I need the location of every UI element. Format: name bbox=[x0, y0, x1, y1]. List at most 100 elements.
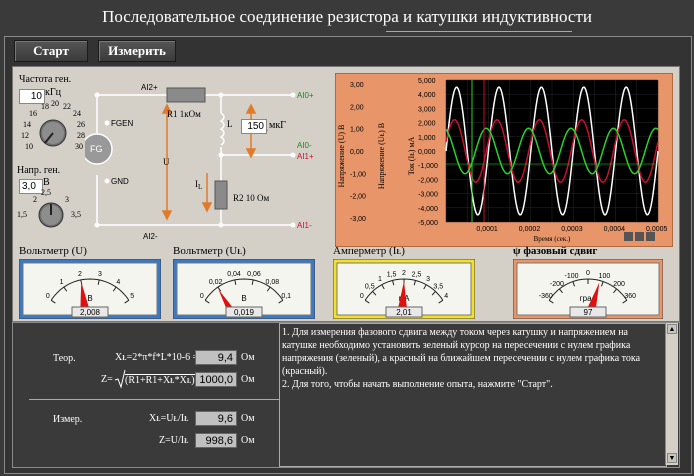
y1-tick: 2,00 bbox=[350, 104, 364, 111]
freq-tick-18: 18 bbox=[41, 102, 49, 111]
xl-meas-formula: Xᴌ=Uᴌ/Iᴌ bbox=[149, 413, 189, 424]
meter-unit: град bbox=[580, 294, 597, 303]
meter-tick: -200 bbox=[550, 281, 564, 288]
volt-knob[interactable]: 2,5 2 3 1,5 3,5 bbox=[13, 187, 93, 233]
meter-tick: 2 bbox=[78, 271, 82, 278]
x-axis-label: Время (сек.) bbox=[534, 235, 571, 243]
volt-tick-2-5: 2,5 bbox=[41, 188, 51, 197]
volt-label: Напр. ген. bbox=[17, 165, 61, 176]
y3-tick: 3,000 bbox=[418, 106, 436, 113]
x-tick: 0,0001 bbox=[476, 226, 498, 233]
y1-tick: 3,00 bbox=[350, 82, 364, 89]
y3-tick: 4,000 bbox=[418, 92, 436, 99]
l-label: L bbox=[227, 119, 233, 129]
meter-tick: 0 bbox=[200, 293, 204, 300]
y3-tick: -1,000 bbox=[418, 163, 438, 170]
y3-tick: -5,000 bbox=[418, 220, 438, 227]
u-wave bbox=[445, 86, 659, 216]
xl-theor-unit: Ом bbox=[241, 352, 255, 363]
meter-tick: 2,5 bbox=[412, 272, 422, 279]
freq-tick-14: 14 bbox=[23, 120, 31, 129]
measure-button[interactable]: Измерить bbox=[98, 40, 176, 62]
meter-tick: -360 bbox=[539, 293, 553, 300]
v2-title: Вольтметр (Uᴌ) bbox=[173, 245, 246, 257]
instructions-box: 1. Для измерения фазового сдвига между т… bbox=[279, 323, 667, 467]
y1-axis-label: Напряжение (U) В bbox=[337, 125, 346, 188]
z-meas-formula: Z=U/Iᴌ bbox=[159, 435, 189, 446]
ammeter-il: 00,511,522,533,54мА2,01 bbox=[333, 259, 475, 319]
y1-tick: -2,00 bbox=[350, 194, 366, 201]
y3-tick: 5,000 bbox=[418, 78, 436, 85]
meter-tick: 0 bbox=[586, 270, 590, 277]
meter-reading: 0,019 bbox=[234, 308, 255, 317]
meter-tick: 0,08 bbox=[266, 279, 280, 286]
scroll-down-icon[interactable]: ▼ bbox=[667, 453, 677, 463]
meter-tick: 0 bbox=[46, 293, 50, 300]
freq-tick-10: 10 bbox=[25, 142, 33, 151]
volt-input[interactable]: 3,0 bbox=[19, 179, 43, 194]
y1-tick: 0,00 bbox=[350, 149, 364, 156]
meter-tick: 0 bbox=[360, 293, 364, 300]
ph-title: ψ фазовый сдвиг bbox=[513, 245, 598, 257]
volt-tick-2: 2 bbox=[33, 195, 37, 204]
r1-label: R1 1кОм bbox=[167, 109, 201, 119]
meter-tick: 0,06 bbox=[247, 271, 261, 278]
meter-tick: 5 bbox=[130, 293, 134, 300]
z-theor-value: 1000,0 bbox=[195, 372, 237, 387]
meter-tick: 3 bbox=[98, 271, 102, 278]
r2-resistor bbox=[214, 180, 228, 210]
y2-axis-label: Напряжение (Uᴌ) В bbox=[377, 123, 386, 189]
meter-face bbox=[176, 262, 312, 316]
z-formula-left: Z= bbox=[101, 374, 113, 385]
meter-tick: 1,5 bbox=[387, 272, 397, 279]
y1-tick: -1,00 bbox=[350, 171, 366, 178]
meter-tick: -100 bbox=[565, 273, 579, 280]
y3-tick: 1,000 bbox=[418, 135, 436, 142]
scope-panel: Напряжение (U) В Напряжение (Uᴌ) В Ток (… bbox=[335, 73, 673, 247]
start-button[interactable]: Старт bbox=[14, 40, 88, 62]
page-title: Последовательное соединение резистора и … bbox=[102, 7, 592, 26]
title-underline bbox=[386, 31, 572, 32]
inductance-unit: мкГ bbox=[269, 120, 286, 131]
xl-formula: Xᴌ=2*π*f*L*10-6 = bbox=[115, 352, 199, 363]
ic-label: IL bbox=[195, 179, 202, 191]
meter-tick: 0,02 bbox=[209, 279, 223, 286]
meter-tick: 4 bbox=[116, 279, 120, 286]
meter-reading: 2,008 bbox=[80, 308, 101, 317]
z-formula-root: (R1+R1+Xᴌ*Xᴌ)= bbox=[125, 374, 201, 386]
scope-tools-icon[interactable] bbox=[624, 232, 655, 241]
scroll-up-icon[interactable]: ▲ bbox=[667, 324, 677, 334]
meter-unit: В bbox=[241, 294, 246, 303]
inductance-input[interactable]: 150 bbox=[241, 119, 267, 134]
freq-input[interactable]: 10 bbox=[19, 89, 45, 104]
inductor-coil bbox=[219, 112, 225, 146]
freq-unit: кГц bbox=[45, 87, 61, 98]
meter-tick: 0,04 bbox=[227, 271, 241, 278]
r1-resistor bbox=[166, 87, 206, 103]
sqrt-icon bbox=[114, 369, 126, 389]
experiment-panel: Частота ген. 10 кГц 18 20 22 16 24 14 26… bbox=[12, 66, 680, 322]
freq-label: Частота ген. bbox=[19, 74, 72, 85]
volt-tick-3: 3 bbox=[65, 195, 69, 204]
freq-tick-16: 16 bbox=[29, 109, 37, 118]
x-tick: 0,0005 bbox=[646, 226, 668, 233]
freq-tick-22: 22 bbox=[63, 102, 71, 111]
instructions-scrollbar[interactable]: ▲ ▼ bbox=[665, 323, 678, 465]
y3-tick: -2,000 bbox=[418, 177, 438, 184]
divider bbox=[29, 399, 279, 400]
ai2-plus-label: AI2+ bbox=[141, 83, 158, 92]
instructions-text: 1. Для измерения фазового сдвига между т… bbox=[282, 327, 641, 390]
circuit-diagram: FG AI2+ AI2- AI0+ AI0- bbox=[85, 83, 314, 241]
xl-meas-unit: Ом bbox=[241, 413, 255, 424]
meter-reading: 2,01 bbox=[396, 308, 412, 317]
freq-tick-26: 26 bbox=[77, 120, 85, 129]
z-meas-value: 998,6 bbox=[195, 433, 237, 448]
volt-tick-3-5: 3,5 bbox=[71, 210, 81, 219]
ao0-plus-label: AI0+ bbox=[297, 91, 314, 100]
freq-knob[interactable]: 18 20 22 16 24 14 26 12 28 10 30 bbox=[13, 97, 93, 159]
meter-tick: 1 bbox=[378, 276, 382, 283]
freq-tick-12: 12 bbox=[21, 131, 29, 140]
meter-tick: 100 bbox=[599, 273, 611, 280]
